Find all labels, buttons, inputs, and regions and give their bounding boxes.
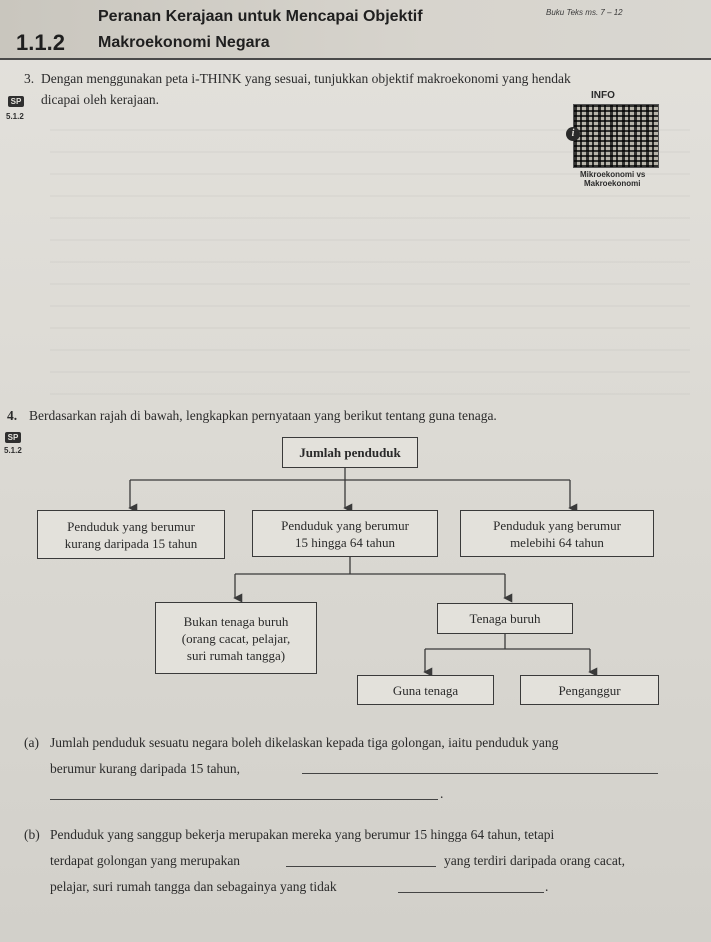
part-b-text-line-2a: terdapat golongan yang merupakan <box>50 853 241 868</box>
textbook-page-reference: Buku Teks ms. 7 – 12 <box>546 8 623 17</box>
qr-code-icon[interactable] <box>573 104 659 168</box>
info-label: INFO <box>591 90 615 101</box>
section-code: 1.1.2 <box>16 30 65 55</box>
question-3-number: 3. <box>24 71 35 86</box>
diagram-label: Penduduk yang berumur <box>281 517 409 533</box>
section-title-line-1: Peranan Kerajaan untuk Mencapai Objektif <box>98 8 423 25</box>
diagram-label: Tenaga buruh <box>469 611 541 626</box>
part-b-end: . <box>545 879 549 894</box>
part-a-label: (a) <box>24 735 39 750</box>
part-b-label: (b) <box>24 827 40 842</box>
diagram-box-15-to-64: Penduduk yang berumur 15 hingga 64 tahun <box>252 510 438 557</box>
sp-code: 5.1.2 <box>4 446 22 455</box>
diagram-label: melebihi 64 tahun <box>510 534 604 550</box>
question-4-instruction: Berdasarkan rajah di bawah, lengkapkan p… <box>29 408 497 423</box>
part-a-text-line-1: Jumlah penduduk sesuatu negara boleh dik… <box>50 735 559 750</box>
part-b-answer-blank-2[interactable] <box>398 892 544 893</box>
section-header <box>0 0 711 58</box>
section-title-line-2: Makroekonomi Negara <box>98 34 270 51</box>
diagram-label: suri rumah tangga) <box>186 647 286 663</box>
diagram-label: Penduduk yang berumur <box>67 518 195 534</box>
sp-badge-icon: SP <box>8 96 24 107</box>
diagram-label: 15 hingga 64 tahun <box>294 534 395 550</box>
diagram-box-total-population: Jumlah penduduk <box>282 437 418 468</box>
info-caption-line-2: Makroekonomi <box>584 179 641 188</box>
part-b-text-line-3: pelajar, suri rumah tangga dan sebagainy… <box>50 879 337 894</box>
diagram-label: Penganggur <box>558 682 621 698</box>
sp-badge-icon: SP <box>5 432 21 443</box>
diagram-label: kurang daripada 15 tahun <box>64 535 198 551</box>
part-b-text-line-1: Penduduk yang sanggup bekerja merupakan … <box>50 827 555 842</box>
diagram-label: Guna tenaga <box>392 682 459 698</box>
sp-code: 5.1.2 <box>6 112 24 121</box>
part-a-answer-blank-1[interactable] <box>302 773 658 774</box>
info-icon: i <box>566 127 580 141</box>
diagram-label: Penduduk yang berumur <box>493 517 621 533</box>
diagram-box-under-15: Penduduk yang berumur kurang daripada 15… <box>37 510 225 559</box>
diagram-box-unemployed: Penganggur <box>520 675 659 705</box>
diagram-label: Jumlah penduduk <box>299 445 401 460</box>
diagram-box-employed: Guna tenaga <box>357 675 494 705</box>
diagram-label: (orang cacat, pelajar, <box>181 630 291 646</box>
header-divider <box>0 58 711 60</box>
question-4-number: 4. <box>7 408 18 423</box>
part-a-end: . <box>440 786 444 801</box>
diagram-box-labour-force: Tenaga buruh <box>437 603 573 634</box>
part-a-text-line-2: berumur kurang daripada 15 tahun, <box>50 761 241 776</box>
diagram-box-over-64: Penduduk yang berumur melebihi 64 tahun <box>460 510 654 557</box>
diagram-label: Bukan tenaga buruh <box>183 613 289 629</box>
part-b-answer-blank-1[interactable] <box>286 866 436 867</box>
question-3-text-line-1: Dengan menggunakan peta i-THINK yang ses… <box>41 71 571 86</box>
question-3-text-line-2: dicapai oleh kerajaan. <box>41 92 160 107</box>
info-caption-line-1: Mikroekonomi vs <box>580 170 646 179</box>
part-b-text-line-2b: yang terdiri daripada orang cacat, <box>444 853 626 868</box>
diagram-box-not-labour-force: Bukan tenaga buruh (orang cacat, pelajar… <box>155 602 317 674</box>
part-a-answer-blank-2[interactable] <box>50 799 438 800</box>
